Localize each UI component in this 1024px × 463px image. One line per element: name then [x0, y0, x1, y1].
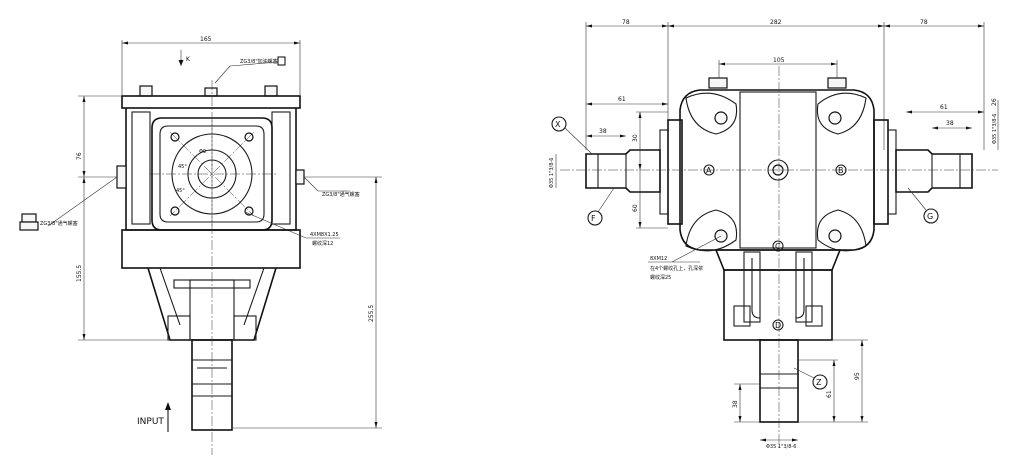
shaft-spec-right: Φ35 1"3/8-6	[992, 114, 998, 144]
callout-left-plug: ZG3/8"通气螺塞	[40, 220, 78, 227]
label-d: D	[775, 321, 781, 330]
callout-side-plug: ZG3/8"通气螺塞	[322, 191, 360, 198]
dim-v-bottom-38: 38	[732, 400, 739, 408]
dim-left-61: 61	[618, 96, 626, 103]
flange-note: 螺纹深12	[312, 240, 333, 247]
label-b: B	[838, 166, 844, 175]
angle-label-1: 45°	[178, 164, 187, 170]
dim-top-right: 78	[920, 19, 928, 26]
dim-top-width: 165	[200, 36, 212, 43]
bolt-note-1: 8XM12	[650, 256, 667, 262]
callout-top-plug: ZG3/8"加油螺塞	[240, 58, 278, 65]
dim-top-left: 78	[622, 19, 630, 26]
dim-bolt-spacing: 105	[773, 57, 785, 64]
shaft-spec-left: Φ35 1"3/8-6	[549, 158, 555, 188]
dim-v-60: 60	[632, 204, 639, 212]
label-a: A	[706, 166, 712, 175]
dim-v-30: 30	[632, 134, 639, 142]
label-x: X	[555, 120, 561, 129]
input-label: INPUT	[137, 417, 164, 427]
angle-label-2: 45°	[176, 188, 185, 194]
dim-right-38: 38	[946, 120, 954, 127]
flange-label: 4XM8X1.25	[310, 232, 339, 238]
shaft-spec-bottom: Φ35 1"3/8-6	[766, 444, 796, 450]
dim-right-61: 61	[940, 104, 948, 111]
view-arrow-label: K	[186, 56, 191, 63]
dim-right-total: 255.5	[368, 305, 375, 322]
dim-v-bottom-95: 95	[854, 372, 861, 380]
bolt-note-3: 螺纹深25	[650, 274, 671, 281]
dim-v-right: 26	[991, 98, 998, 106]
label-g: G	[927, 212, 933, 221]
dim-v-bottom-61: 61	[826, 390, 833, 398]
pcd-label: Φ9	[199, 149, 206, 155]
label-z: Z	[816, 378, 822, 387]
dim-left-lower: 155.5	[76, 265, 83, 282]
label-c: C	[775, 242, 781, 251]
right-view: 78 282 78 105	[549, 19, 999, 450]
label-f: F	[591, 214, 596, 223]
dim-top-mid: 282	[770, 19, 782, 26]
bolt-note-2: 在4个螺纹孔上，孔深依	[650, 265, 703, 272]
left-view: 165 K ZG3/8"加油螺塞 45° 45°	[19, 36, 382, 455]
dim-left-38: 38	[599, 128, 607, 135]
dim-left-upper: 76	[76, 152, 83, 160]
